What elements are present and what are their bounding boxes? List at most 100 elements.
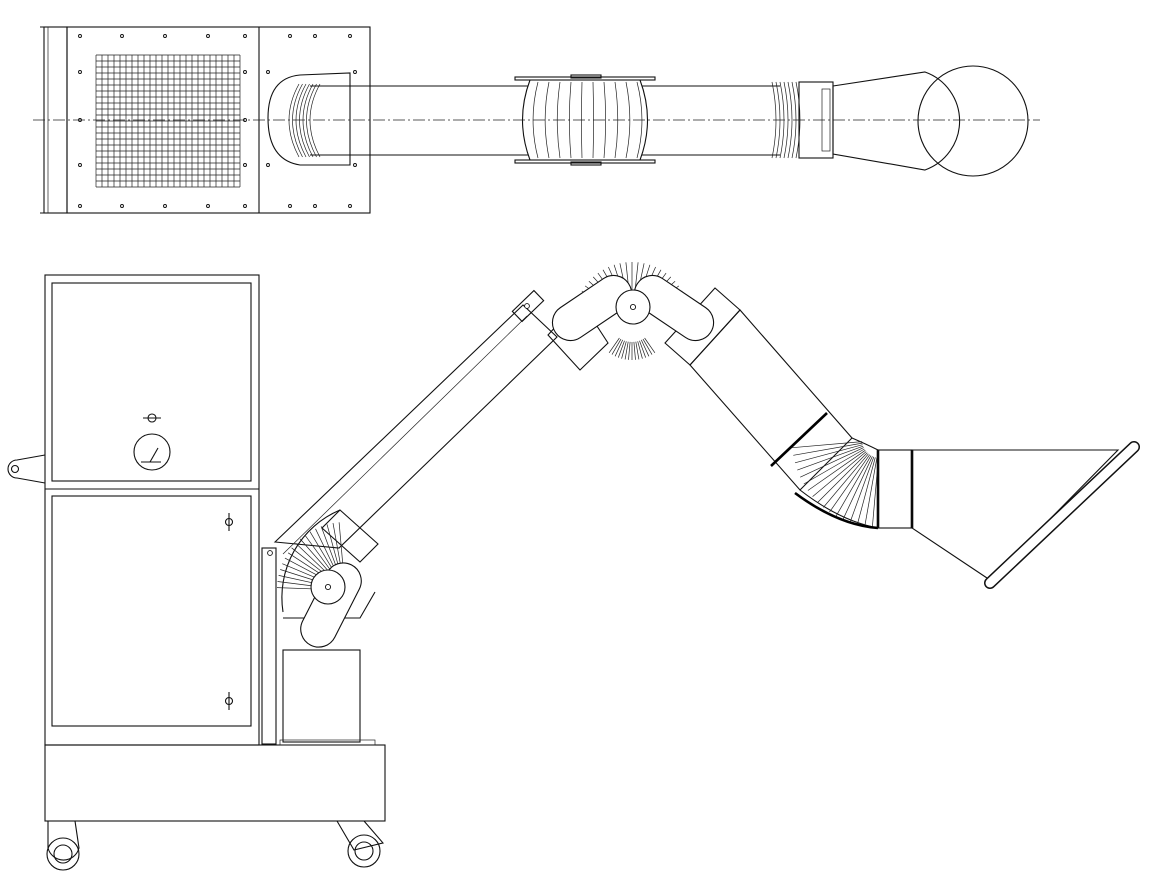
- pressure-gauge-icon: [133, 433, 171, 471]
- arm-clamp-band: [770, 412, 828, 467]
- cart-base: [44, 744, 386, 822]
- arm-base-column: [282, 649, 361, 743]
- bellows-rib: [332, 523, 342, 571]
- bellows-ring: [306, 83, 317, 158]
- cabinet-body: [44, 274, 260, 746]
- bolt: [243, 163, 247, 167]
- bellows-rib: [812, 451, 867, 497]
- bellows-rib: [792, 441, 863, 449]
- bellows-rib: [635, 341, 640, 360]
- bolt: [313, 34, 317, 38]
- bellows-rib: [842, 456, 873, 520]
- bellows-rib: [608, 337, 620, 353]
- bellows-ring: [544, 81, 550, 159]
- arm-mount-plate: [261, 547, 277, 745]
- filter-mesh: [95, 54, 241, 188]
- bolt: [78, 163, 82, 167]
- bellows-rib: [797, 445, 864, 471]
- bellows-rib: [829, 454, 870, 513]
- bellows-elbow-hood: [792, 441, 879, 528]
- duct-top-view: [33, 65, 1040, 177]
- bolt: [163, 204, 167, 208]
- bolt: [288, 34, 292, 38]
- bellows-rib: [640, 339, 650, 357]
- elbow-handle-upper-right: [633, 274, 715, 342]
- lower-arm-collar: [321, 509, 379, 563]
- bellows-rib: [309, 531, 336, 573]
- bolt: [78, 70, 82, 74]
- bolt: [120, 34, 124, 38]
- cabinet-side: [7, 274, 386, 822]
- bellows-rib: [299, 538, 333, 576]
- bolt: [288, 204, 292, 208]
- bellows-rib: [315, 528, 337, 573]
- caster-right-wheel: [347, 834, 381, 868]
- duct-inlet-collar: [267, 72, 351, 166]
- extraction-arm: [273, 262, 1140, 648]
- bellows-rib: [304, 534, 334, 575]
- bolt: [348, 34, 352, 38]
- casters: [46, 820, 385, 871]
- bellows-rib: [800, 447, 864, 478]
- top-view: [33, 26, 1040, 214]
- bolt: [206, 34, 210, 38]
- bolt: [243, 204, 247, 208]
- bolt: [120, 204, 124, 208]
- bolt: [243, 70, 247, 74]
- bellows-rib: [628, 341, 631, 360]
- bellows-rib: [624, 341, 629, 360]
- side-view: [7, 262, 1140, 871]
- bellows-rib: [803, 448, 865, 485]
- bellows-rib: [320, 526, 339, 572]
- bolt: [348, 204, 352, 208]
- caster-left-fork: [47, 820, 80, 861]
- bolt: [78, 34, 82, 38]
- bellows-rib: [835, 455, 872, 517]
- bellows-rib: [642, 338, 653, 355]
- bolt: [78, 204, 82, 208]
- bolt: [243, 34, 247, 38]
- bellows-rib: [611, 338, 622, 355]
- bellows-rib: [614, 339, 624, 357]
- bolt: [353, 163, 357, 167]
- bellows-rib: [639, 340, 647, 358]
- bellows-rib: [817, 452, 868, 503]
- hood-top-view: [832, 71, 961, 171]
- bellows-rib: [338, 522, 344, 571]
- hood-handle: [985, 442, 1139, 588]
- bolt: [353, 70, 357, 74]
- bellows-rib: [644, 337, 656, 353]
- bolt: [266, 70, 270, 74]
- bellows-rib: [633, 341, 636, 360]
- bellows-rib: [326, 524, 341, 571]
- hood-collar-side: [877, 449, 913, 529]
- upper-arm-tube: [689, 309, 853, 491]
- bellows-rib: [807, 450, 866, 491]
- bellows-rib: [864, 457, 878, 527]
- bellows-rib: [637, 341, 643, 359]
- bellows-rib: [849, 456, 875, 523]
- bolt: [313, 204, 317, 208]
- lower-arm-tube: [273, 304, 558, 549]
- bolt: [266, 163, 270, 167]
- bellows-rib: [823, 453, 869, 508]
- caster-left-wheel: [46, 837, 80, 871]
- hood-rim-top: [917, 65, 1029, 177]
- bellows-rib: [621, 341, 627, 359]
- elbow-handle-upper-left: [551, 274, 633, 342]
- bolt: [206, 204, 210, 208]
- bellows-ring: [787, 81, 793, 159]
- cabinet-lower-door: [51, 495, 252, 727]
- bellows-ring: [783, 81, 789, 159]
- cabinet-top-bolts: [78, 34, 357, 208]
- arm-pivot-bracket: [511, 289, 545, 323]
- caster-right-fork: [336, 820, 385, 851]
- bellows-elbow-lower: [276, 522, 344, 590]
- bellows-rib: [856, 457, 876, 526]
- bellows-rib: [793, 442, 863, 456]
- cabinet-upper-door: [51, 282, 252, 482]
- bellows-ring: [292, 83, 303, 158]
- bellows-ring: [309, 83, 321, 158]
- bellows-rib: [794, 444, 863, 464]
